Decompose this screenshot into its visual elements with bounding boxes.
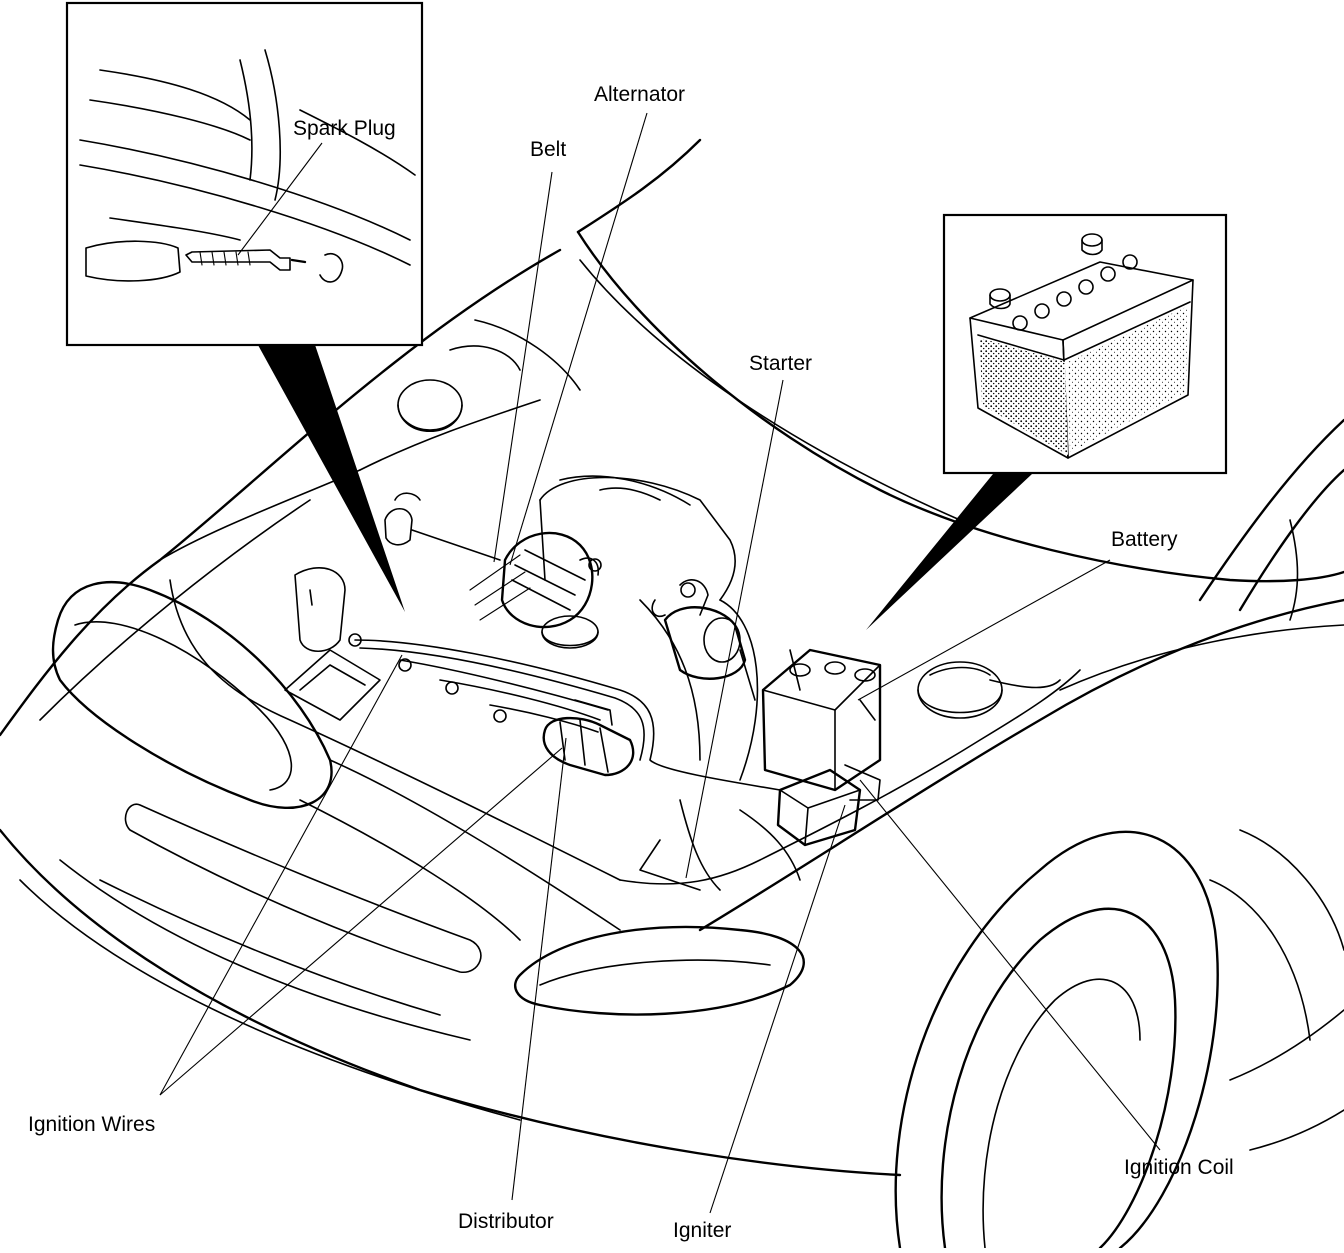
igniter-leader [709, 804, 846, 1214]
ignition-coil-leader [859, 779, 1161, 1151]
battery-leader [857, 559, 1111, 701]
ignition-wires-leader-2 [159, 747, 563, 1096]
igniter-component [776, 764, 881, 847]
distributor-component [542, 699, 635, 777]
label-alternator: Alternator [594, 83, 685, 106]
engine-block [539, 475, 801, 891]
alternator-leader [509, 112, 648, 566]
ignition-wires-component [348, 633, 781, 791]
leader-lines [159, 112, 1161, 1214]
label-belt: Belt [530, 138, 566, 161]
label-distributor: Distributor [458, 1210, 554, 1233]
spark-plug-inset [65, 1, 424, 612]
spark-plug-leader [237, 142, 323, 256]
battery-component [761, 648, 882, 792]
label-battery: Battery [1111, 528, 1178, 551]
belt-leader [493, 171, 553, 563]
label-ignition-wires: Ignition Wires [28, 1113, 155, 1136]
starter-leader [685, 379, 784, 879]
battery-pointer [866, 474, 1032, 630]
starter-component [651, 579, 756, 701]
spark-plug-inset-frame [65, 1, 424, 347]
alternator-component [469, 531, 602, 649]
labels: Spark Plug Alternator Belt Starter Batte… [28, 83, 1234, 1242]
ignition-wires-leader-1 [159, 654, 403, 1096]
battery-inset [866, 213, 1228, 630]
label-starter: Starter [749, 352, 812, 375]
spark-plug-pointer [258, 330, 405, 612]
label-igniter: Igniter [673, 1219, 731, 1242]
label-ignition-coil: Ignition Coil [1124, 1156, 1234, 1179]
label-spark-plug: Spark Plug [293, 117, 396, 140]
distributor-leader [511, 737, 567, 1201]
